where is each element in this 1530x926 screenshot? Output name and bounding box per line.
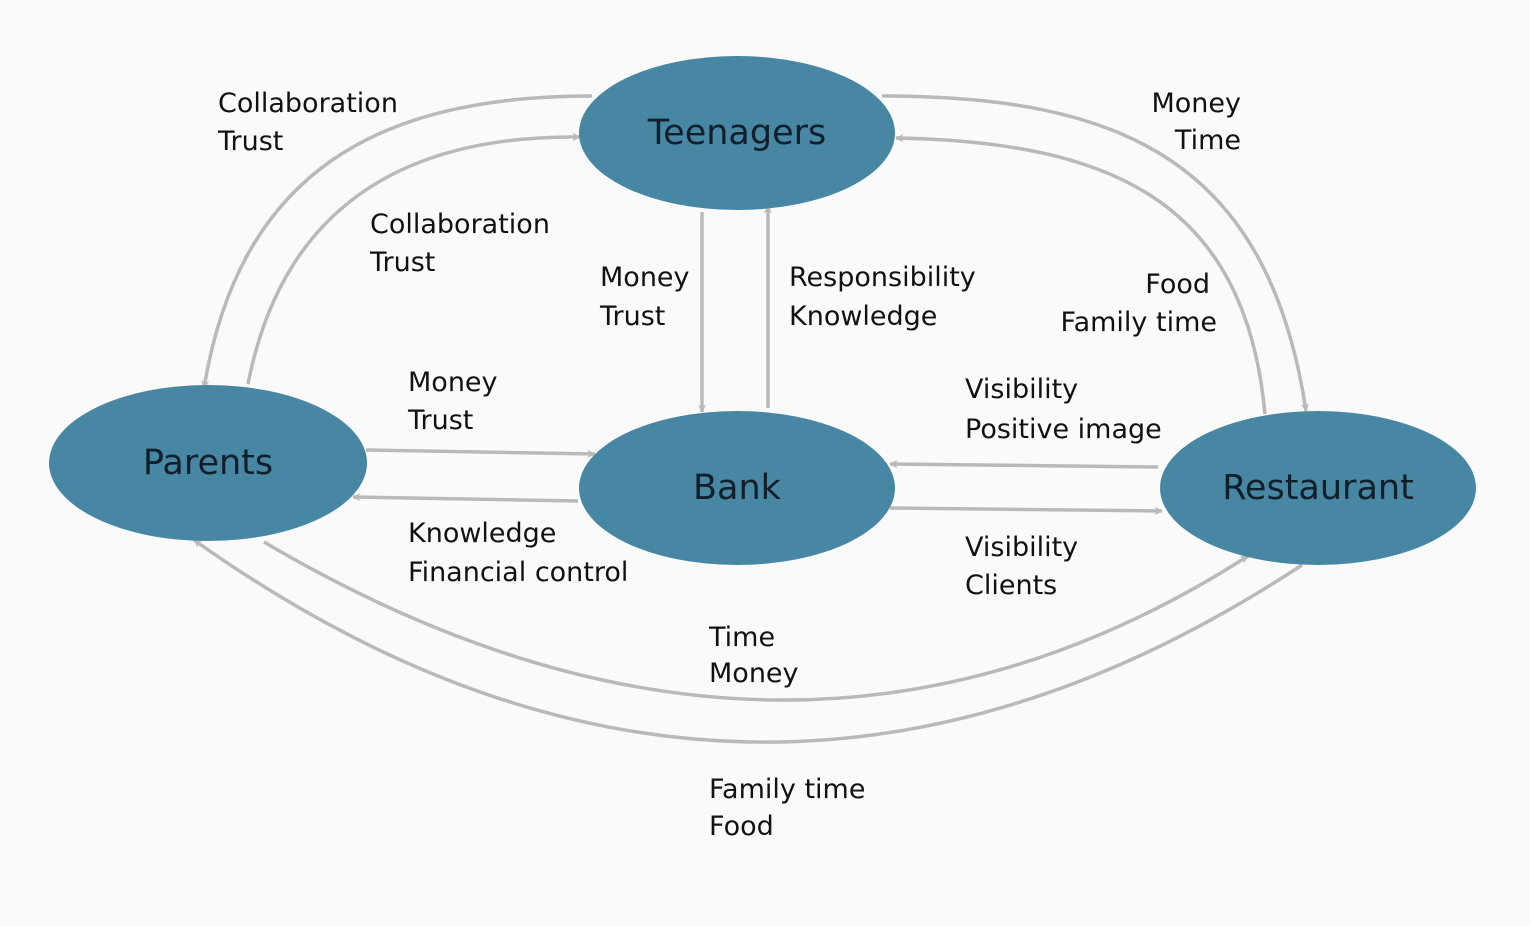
flow-label-teenagers-to-restaurant: Money Time [1151, 88, 1241, 156]
flow-label-line: Trust [599, 301, 665, 332]
flow-label-line: Money [1151, 88, 1241, 119]
node-parents-label: Parents [143, 443, 273, 483]
flow-label-line: Collaboration [370, 209, 550, 240]
flow-label-line: Visibility [965, 532, 1078, 563]
node-teenagers-shape [579, 56, 895, 210]
flow-label-line: Clients [965, 570, 1057, 601]
flow-label-parents-to-bank: Money Trust [407, 367, 498, 436]
flow-label-parents-to-teenagers: Collaboration Trust [369, 209, 550, 278]
edge-bank-to-parents [352, 492, 579, 503]
edge-bank-to-restaurant [889, 506, 1163, 516]
flow-label-restaurant-to-parents: Family time Food [709, 774, 865, 842]
flow-label-restaurant-to-teenagers: Food Family time [1061, 269, 1217, 338]
flow-label-teenagers-to-parents: Collaboration Trust [217, 88, 398, 157]
edge-parents-to-bank [365, 448, 596, 459]
node-parents: Parents [49, 385, 367, 541]
flow-label-line: Trust [369, 247, 435, 278]
flow-label-line: Positive image [965, 414, 1162, 445]
edge-restaurant-to-parents [192, 538, 1303, 744]
edge-teenagers-to-parents [201, 94, 593, 389]
node-restaurant-shape [1160, 411, 1476, 565]
flow-label-restaurant-to-bank: Visibility Positive image [965, 374, 1162, 445]
flow-label-line: Family time [709, 774, 865, 805]
node-restaurant-label: Restaurant [1222, 468, 1414, 508]
flow-label-line: Family time [1061, 307, 1217, 338]
flow-label-line: Food [1145, 269, 1210, 300]
edge-teenagers-to-restaurant [881, 94, 1309, 412]
flow-label-bank-to-restaurant: Visibility Clients [965, 532, 1078, 601]
flow-label-line: Money [709, 658, 799, 689]
flow-label-parents-to-restaurant: Time Money [708, 622, 799, 689]
node-bank-label: Bank [693, 468, 782, 508]
flow-label-line: Money [408, 367, 498, 398]
edge-parents-to-restaurant [263, 540, 1249, 702]
flow-label-line: Trust [217, 126, 283, 157]
edge-restaurant-to-teenagers [895, 133, 1267, 415]
node-parents-shape [49, 385, 367, 541]
node-bank: Bank [579, 411, 895, 565]
flow-label-teenagers-to-bank: Money Trust [599, 262, 690, 332]
flow-label-line: Financial control [408, 557, 628, 588]
flow-label-line: Collaboration [218, 88, 398, 119]
flow-label-line: Trust [407, 405, 473, 436]
flow-label-line: Time [1174, 125, 1241, 156]
flow-label-line: Visibility [965, 374, 1078, 405]
node-restaurant: Restaurant [1160, 411, 1476, 565]
node-bank-shape [579, 411, 895, 565]
flow-label-line: Time [708, 622, 775, 653]
edge-parents-to-teenagers [246, 132, 581, 385]
edge-restaurant-to-bank [889, 459, 1159, 469]
flow-label-bank-to-parents: Knowledge Financial control [408, 518, 628, 588]
flow-label-line: Responsibility [789, 262, 976, 293]
flow-label-line: Knowledge [789, 301, 937, 332]
flow-label-line: Food [709, 811, 774, 842]
flow-label-line: Knowledge [408, 518, 556, 549]
flow-label-bank-to-teenagers: Responsibility Knowledge [789, 262, 976, 332]
flow-label-line: Money [600, 262, 690, 293]
node-teenagers-label: Teenagers [647, 113, 827, 153]
node-teenagers: Teenagers [579, 56, 895, 210]
